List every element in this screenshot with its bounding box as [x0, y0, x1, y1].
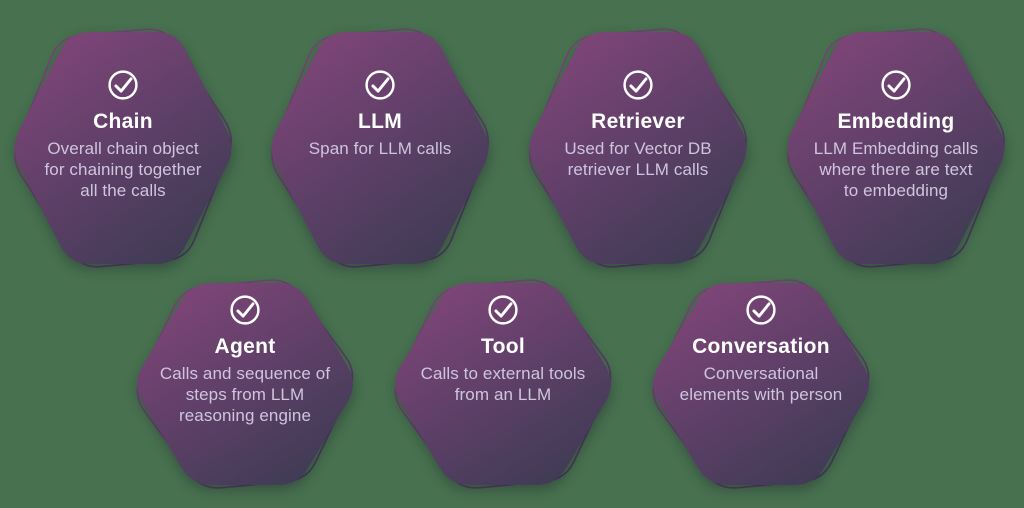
card-description: Span for LLM calls [308, 139, 452, 158]
check-circle-icon [623, 70, 653, 100]
card-title: Conversation [692, 335, 830, 358]
card-title: Tool [481, 335, 525, 358]
card-title: LLM [357, 110, 403, 133]
check-circle-icon [230, 295, 260, 325]
check-circle-icon [365, 70, 395, 100]
check-circle-icon [488, 295, 518, 325]
check-circle-icon [746, 295, 776, 325]
check-circle-icon [881, 70, 911, 100]
card-title: Agent [214, 335, 276, 358]
card-title: Retriever [591, 110, 685, 133]
check-circle-icon [108, 70, 138, 100]
hexagon-card-llm: LLM Span for LLM calls [260, 21, 500, 275]
card-title: Chain [93, 110, 153, 133]
card-title: Embedding [837, 110, 955, 133]
